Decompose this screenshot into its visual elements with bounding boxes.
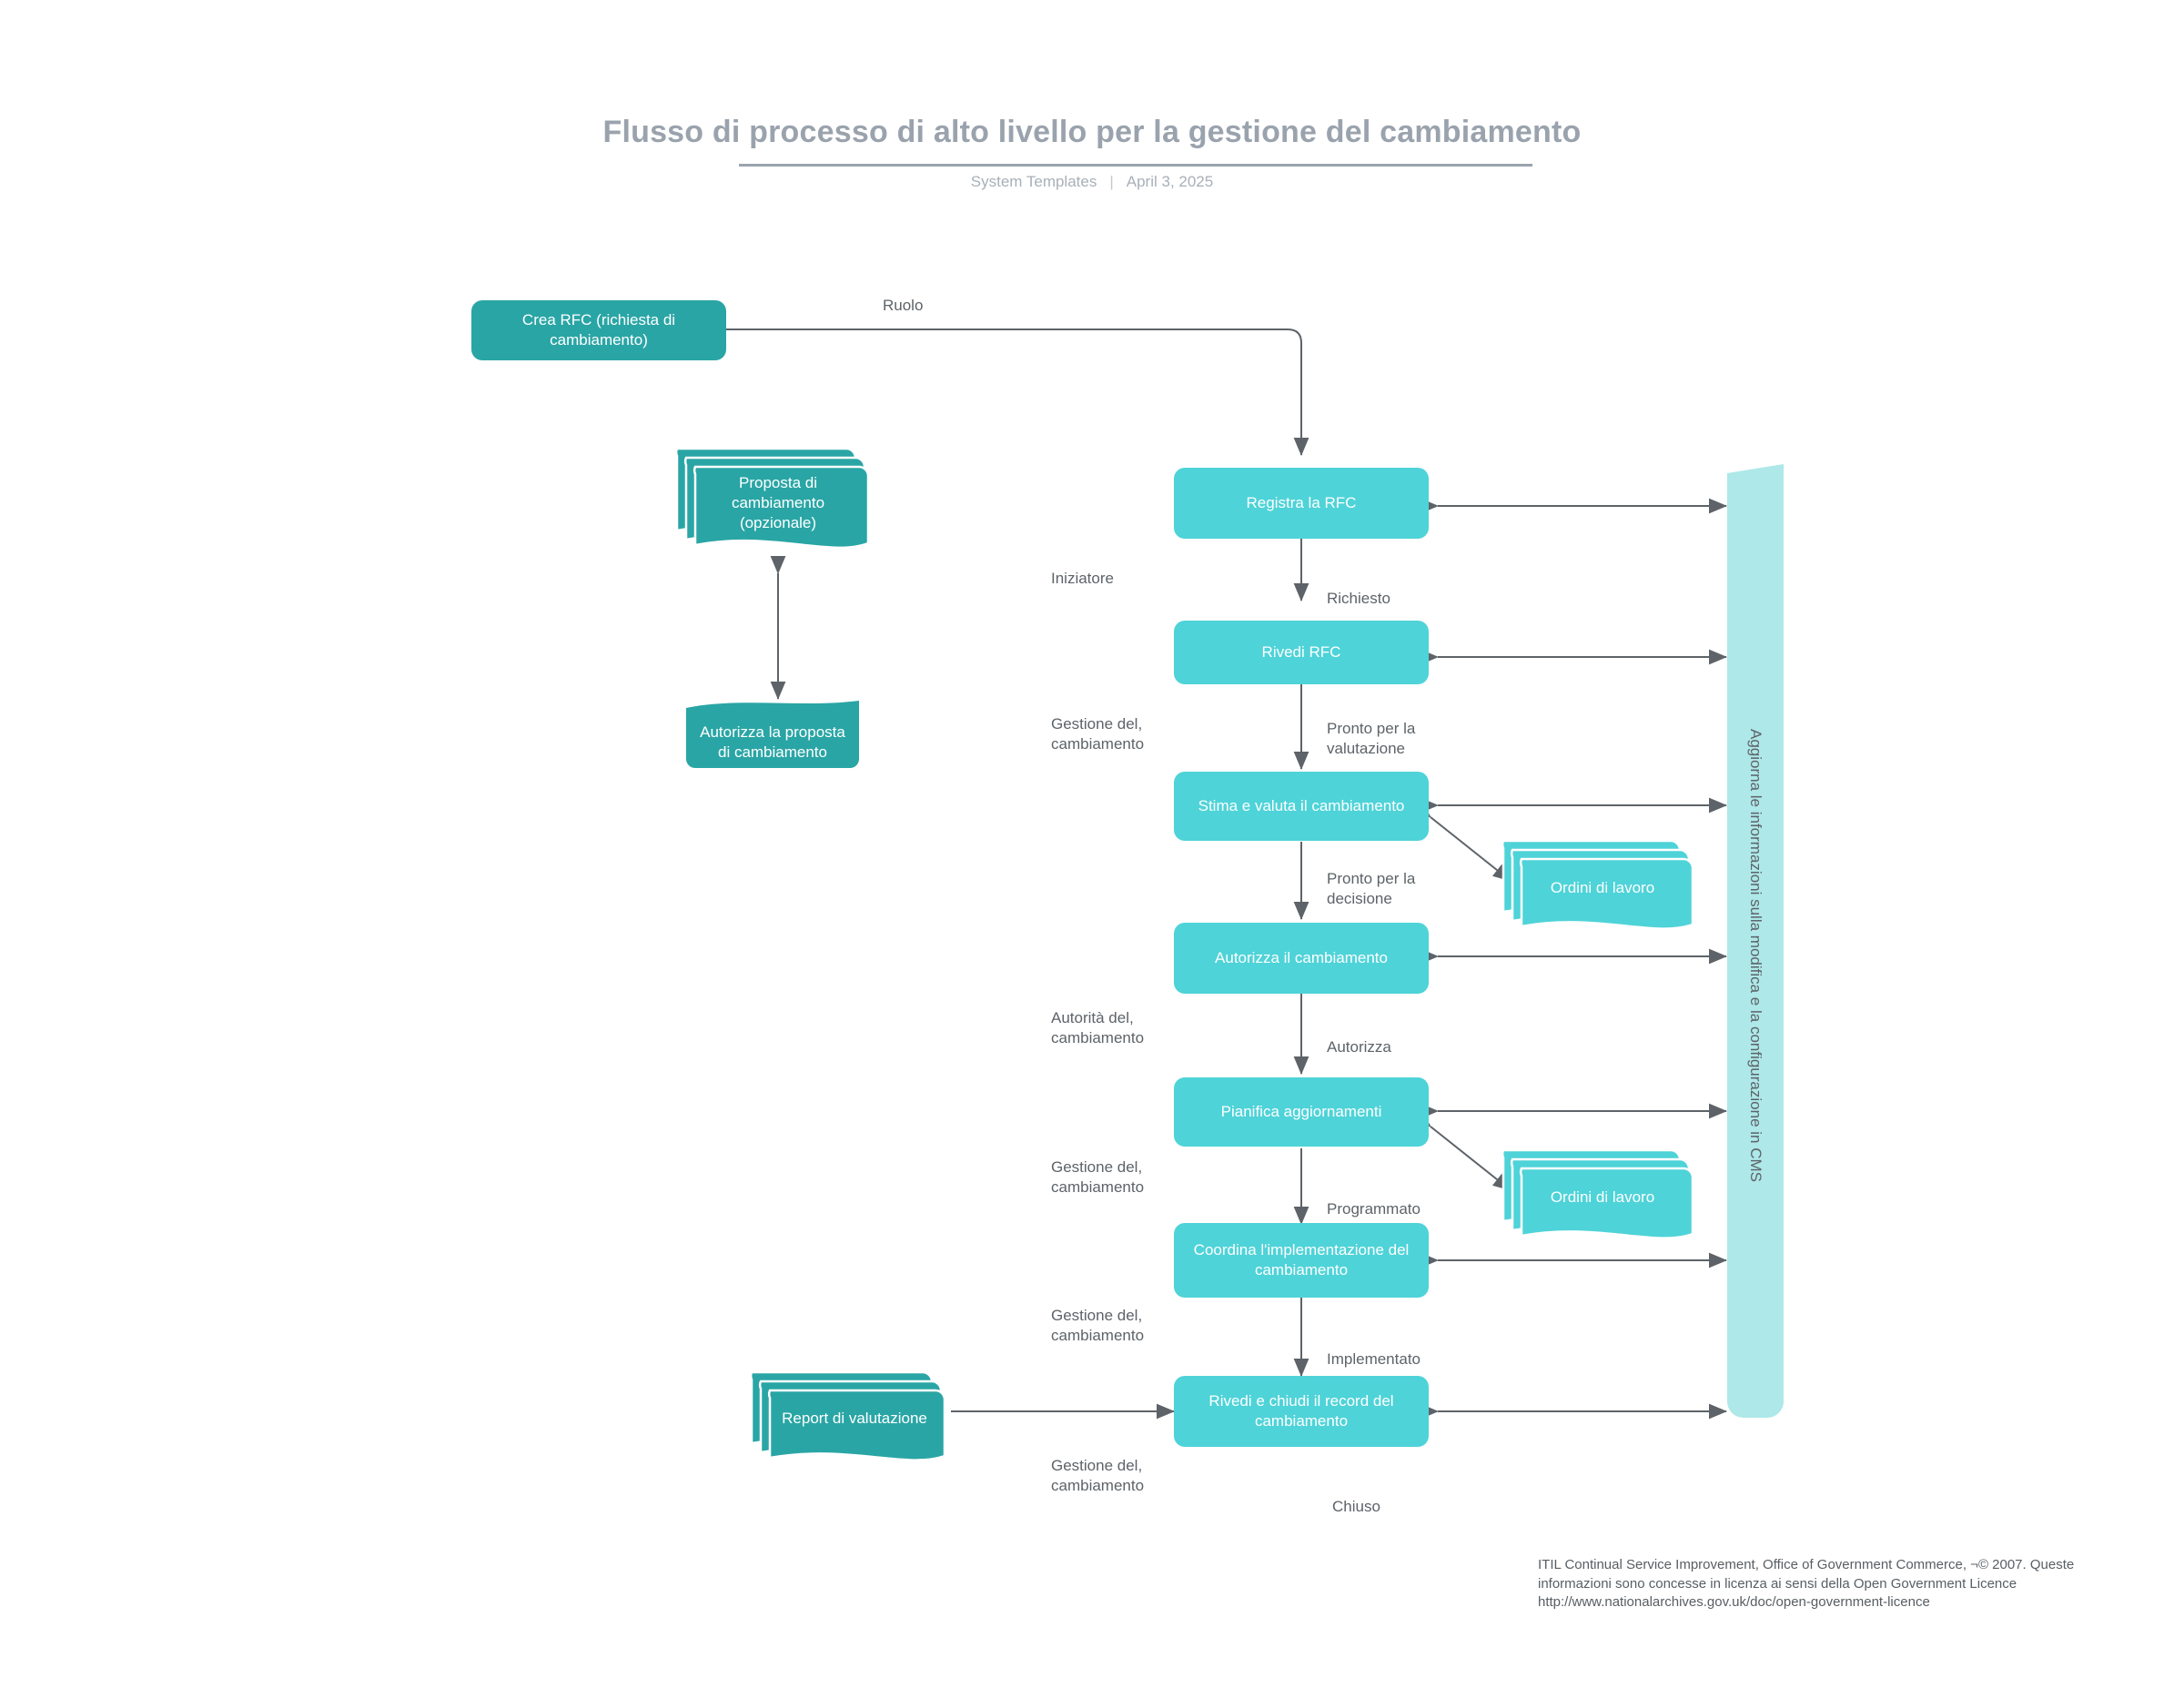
node-review-rfc-label: Rivedi RFC bbox=[1261, 643, 1341, 662]
node-work-orders-2[interactable]: Ordini di lavoro bbox=[1500, 1145, 1696, 1247]
subtitle-org: System Templates bbox=[970, 173, 1097, 190]
edge-label-ready-evaluation: Pronto per la valutazione bbox=[1327, 720, 1416, 758]
node-create-rfc[interactable]: Crea RFC (richiesta di cambiamento) bbox=[471, 300, 726, 360]
lane-label-change-authority: Autorità del, cambiamento bbox=[1051, 1009, 1145, 1047]
document-stack-icon bbox=[674, 447, 870, 550]
node-change-proposal[interactable]: Proposta di cambiamento (opzionale) bbox=[673, 441, 872, 560]
lane-label-change-management-4: Gestione del, cambiamento bbox=[1051, 1457, 1145, 1495]
footer-attribution: ITIL Continual Service Improvement, Offi… bbox=[1538, 1557, 2075, 1611]
edge-label-closed: Chiuso bbox=[1332, 1498, 1380, 1515]
node-plan-updates[interactable]: Pianifica aggiornamenti bbox=[1174, 1077, 1429, 1147]
lane-label-change-management-1: Gestione del, cambiamento bbox=[1051, 715, 1145, 753]
node-authorize-change-label: Autorizza il cambiamento bbox=[1215, 949, 1388, 967]
node-cms-bar[interactable]: Aggiorna le informazioni sulla modifica … bbox=[1727, 464, 1784, 1447]
lane-label-change-management-2: Gestione del, cambiamento bbox=[1051, 1158, 1145, 1197]
node-create-rfc-label: Crea RFC (richiesta di cambiamento) bbox=[521, 311, 676, 349]
edge-label-requested: Richiesto bbox=[1327, 590, 1390, 607]
edge-label-authorize: Autorizza bbox=[1327, 1038, 1391, 1056]
node-authorize-proposal[interactable]: Autorizza la proposta di cambiamento bbox=[684, 699, 861, 777]
node-coordinate-implementation[interactable]: Coordina l'implementazione del cambiamen… bbox=[1174, 1223, 1429, 1298]
edge-label-ready-decision: Pronto per la decisione bbox=[1327, 870, 1416, 908]
title-underline bbox=[739, 164, 1532, 167]
node-register-rfc[interactable]: Registra la RFC bbox=[1174, 468, 1429, 539]
cms-bar-shape bbox=[1727, 464, 1784, 1418]
document-stack-icon bbox=[749, 1370, 946, 1461]
edge-label-scheduled: Programmato bbox=[1327, 1200, 1421, 1218]
node-cms-bar-label-wrap: Aggiorna le informazioni sulla modifica … bbox=[1727, 464, 1784, 1447]
subtitle-separator: | bbox=[1109, 173, 1114, 190]
node-evaluation-report[interactable]: Report di valutazione bbox=[748, 1367, 948, 1469]
edge-label-implemented: Implementato bbox=[1327, 1350, 1421, 1368]
node-assess-change-label: Stima e valuta il cambiamento bbox=[1198, 797, 1405, 815]
subtitle: System Templates | April 3, 2025 bbox=[0, 173, 2184, 191]
node-cms-bar-label: Aggiorna le informazioni sulla modifica … bbox=[1747, 729, 1764, 1182]
document-stack-icon bbox=[1501, 1148, 1694, 1239]
document-icon bbox=[686, 701, 859, 768]
node-register-rfc-label: Registra la RFC bbox=[1246, 494, 1357, 512]
node-review-close-label: Rivedi e chiudi il record del cambiament… bbox=[1208, 1392, 1394, 1430]
node-work-orders-1[interactable]: Ordini di lavoro bbox=[1500, 835, 1696, 937]
document-stack-icon bbox=[1501, 839, 1694, 930]
lane-label-change-management-3: Gestione del, cambiamento bbox=[1051, 1307, 1145, 1345]
node-coordinate-implementation-label: Coordina l'implementazione del cambiamen… bbox=[1193, 1241, 1410, 1279]
node-review-close[interactable]: Rivedi e chiudi il record del cambiament… bbox=[1174, 1376, 1429, 1447]
node-assess-change[interactable]: Stima e valuta il cambiamento bbox=[1174, 772, 1429, 841]
lane-label-initiator: Iniziatore bbox=[1051, 570, 1114, 587]
page-title: Flusso di processo di alto livello per l… bbox=[602, 115, 1582, 149]
node-review-rfc[interactable]: Rivedi RFC bbox=[1174, 621, 1429, 684]
node-authorize-change[interactable]: Autorizza il cambiamento bbox=[1174, 923, 1429, 994]
node-plan-updates-label: Pianifica aggiornamenti bbox=[1220, 1103, 1382, 1121]
edge-label-role: Ruolo bbox=[883, 297, 924, 314]
subtitle-date: April 3, 2025 bbox=[1126, 173, 1214, 190]
